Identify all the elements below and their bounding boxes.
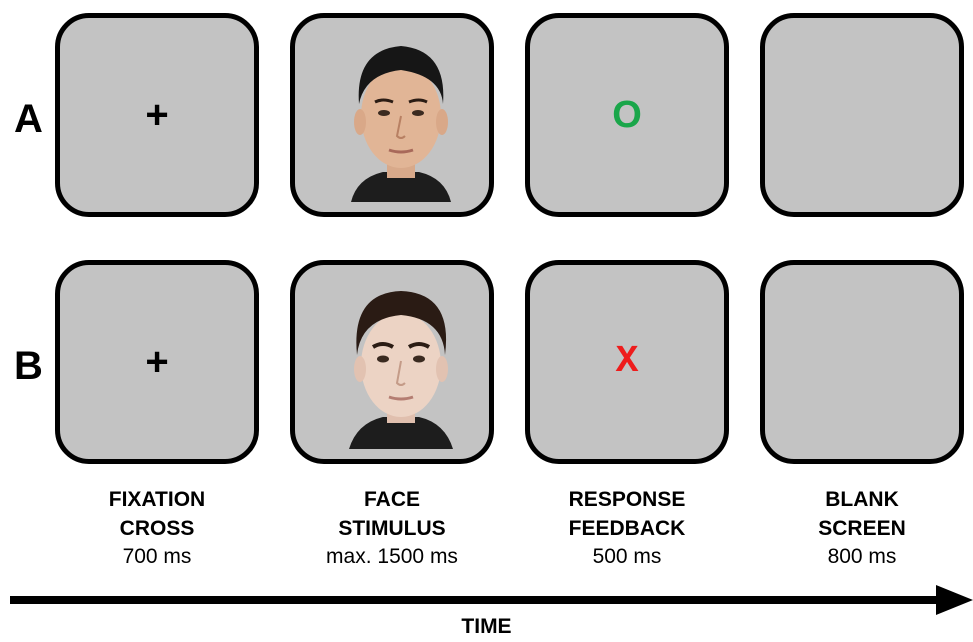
- feedback-incorrect-symbol: X: [615, 340, 639, 383]
- blank-panel-a: [760, 13, 964, 217]
- caption-blank-screen: BLANK SCREEN 800 ms: [818, 488, 906, 568]
- caption-fixation: FIXATION CROSS 700 ms: [108, 488, 206, 568]
- fixation-panel-a: +: [55, 13, 259, 217]
- face-panel-b: [290, 260, 494, 464]
- feedback-panel-a: O: [525, 13, 729, 217]
- fixation-cross: +: [145, 93, 169, 137]
- time-axis-label: TIME: [461, 615, 512, 638]
- caption-face-stimulus: FACE STIMULUS max. 1500 ms: [326, 488, 458, 568]
- face-panel-a: [290, 13, 494, 217]
- feedback-correct-symbol: O: [612, 94, 642, 136]
- row-label-a: A: [14, 97, 43, 141]
- caption-response-feedback: RESPONSE FEEDBACK 500 ms: [568, 488, 686, 568]
- fixation-cross: +: [145, 340, 169, 384]
- feedback-panel-b: X: [525, 260, 729, 464]
- blank-panel-b: [760, 260, 964, 464]
- face-stimulus-image: [349, 291, 453, 449]
- fixation-panel-b: +: [55, 260, 259, 464]
- face-stimulus-image: [351, 46, 451, 202]
- time-arrow: [10, 585, 973, 615]
- row-label-b: B: [14, 344, 43, 388]
